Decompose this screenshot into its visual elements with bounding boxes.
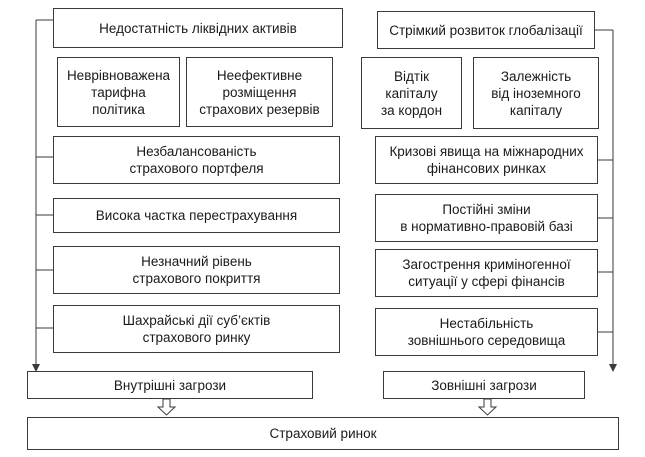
internal-threats-result: Внутрішні загрози: [27, 371, 313, 399]
external-legal-changes: Постійні зміни в нормативно-правовій баз…: [375, 194, 598, 242]
hollow-arrow-right: [477, 398, 498, 416]
insurance-market: Страховий ринок: [27, 417, 619, 450]
internal-reserves-placement: Неефективне розміщення страхових резерві…: [186, 57, 333, 127]
external-foreign-capital-dependence: Залежність від іноземного капіталу: [473, 57, 599, 129]
external-globalization: Стрімкий розвиток глобалізації: [377, 11, 595, 49]
external-crisis-markets: Кризові явища на міжнародних фінансових …: [375, 136, 598, 184]
external-capital-outflow: Відтік капіталу за кордон: [361, 57, 462, 129]
external-criminal-situation: Загострення криміногенної ситуації у сфе…: [375, 249, 598, 297]
internal-low-coverage: Незначний рівень страхового покриття: [53, 246, 340, 294]
external-unstable-environment: Нестабільність зовнішнього середовища: [375, 308, 598, 356]
external-threats-result: Зовнішні загрози: [383, 371, 585, 399]
internal-reinsurance-share: Висока частка перестрахування: [53, 198, 340, 233]
right-bracket-line: [595, 29, 614, 366]
left-bracket-line: [35, 19, 53, 366]
internal-unbalanced-portfolio: Незбалансованість страхового портфеля: [53, 136, 340, 184]
internal-fraud: Шахрайські дії суб’єктів страхового ринк…: [53, 305, 340, 353]
hollow-arrow-left: [156, 398, 177, 416]
internal-tariff-policy: Неврівноважена тарифна політика: [57, 57, 180, 127]
right-arrow-head: [609, 364, 617, 372]
left-arrow-head: [32, 364, 40, 372]
internal-illiquid-assets: Недостатність ліквідних активів: [53, 8, 343, 48]
